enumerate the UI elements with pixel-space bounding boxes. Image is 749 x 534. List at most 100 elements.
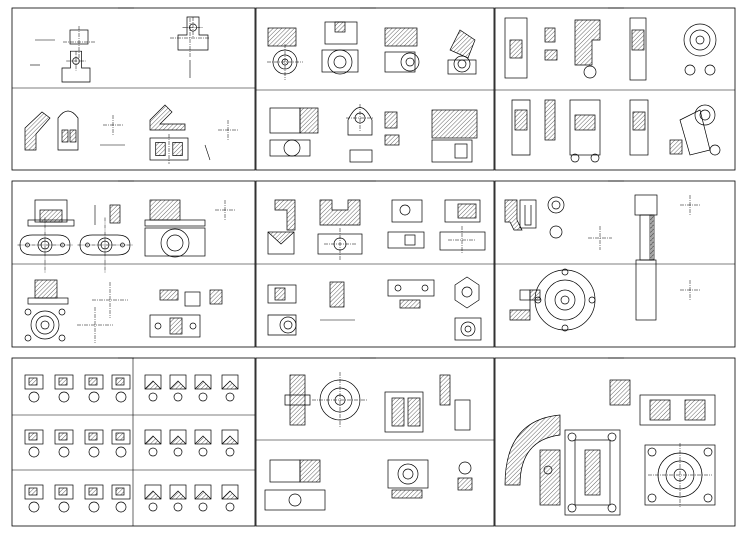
outline-rect xyxy=(504,17,528,79)
outline-rect xyxy=(454,317,482,341)
outline-rect xyxy=(349,149,373,163)
outline-rect xyxy=(27,297,69,305)
outline-rect xyxy=(387,231,425,249)
outline-rect xyxy=(84,429,104,445)
outline-rect xyxy=(184,291,201,307)
circle-feature xyxy=(464,325,472,333)
hatched-section xyxy=(109,204,121,224)
outline-rect xyxy=(439,231,486,251)
circle-feature xyxy=(583,65,597,79)
circle-feature xyxy=(173,502,183,512)
circle-feature xyxy=(148,502,158,512)
outline-rect xyxy=(267,284,297,304)
circle-feature xyxy=(198,502,208,512)
outline-rect xyxy=(264,489,326,511)
circle-feature xyxy=(551,200,561,210)
hatched-section xyxy=(457,477,473,491)
circle-feature xyxy=(327,49,353,75)
panel-r1c3-views xyxy=(504,17,721,163)
hatched-section xyxy=(88,432,98,441)
circle-feature xyxy=(607,432,617,442)
circle-feature xyxy=(534,296,542,304)
circle-feature xyxy=(405,57,415,67)
hatched-section xyxy=(58,377,68,386)
hatched-section xyxy=(329,281,345,308)
outline-rect xyxy=(454,399,471,431)
circle-feature xyxy=(458,461,472,475)
outline-rect xyxy=(629,17,647,81)
circle-feature xyxy=(560,295,570,305)
outline-rect xyxy=(404,234,416,246)
hatched-section xyxy=(149,104,186,131)
circle-feature xyxy=(694,104,716,126)
outline-rect xyxy=(639,394,716,426)
hatched-section xyxy=(169,490,187,500)
hatched-section xyxy=(684,399,706,421)
outline-rect xyxy=(111,484,131,500)
hatched-section xyxy=(58,432,68,441)
hatched-section xyxy=(609,379,631,406)
circle-feature xyxy=(72,57,80,65)
circle-feature xyxy=(30,310,60,340)
circle-feature xyxy=(225,447,235,457)
circle-feature xyxy=(173,447,183,457)
outline-path xyxy=(61,50,91,83)
hatched-section xyxy=(274,287,286,301)
circle-feature xyxy=(115,446,127,458)
outline-path xyxy=(347,107,373,136)
subpanel-dividers xyxy=(12,87,735,526)
circle-feature xyxy=(28,391,40,403)
circle-feature xyxy=(547,196,565,214)
outline-rect xyxy=(391,199,423,223)
circle-feature xyxy=(88,446,100,458)
panel-r3c2-views xyxy=(264,372,473,511)
hatched-section xyxy=(431,109,478,139)
outline-path xyxy=(267,314,297,336)
circle-feature xyxy=(88,391,100,403)
hatched-section xyxy=(509,39,523,59)
hatched-section xyxy=(144,490,162,500)
circle-feature xyxy=(554,289,576,311)
hatched-section xyxy=(169,435,187,445)
drawing-content xyxy=(17,16,721,516)
hatched-section xyxy=(391,397,405,427)
hatched-section xyxy=(155,142,166,156)
hatched-section xyxy=(449,29,476,59)
hatched-section xyxy=(28,377,38,386)
circle-feature xyxy=(561,268,569,276)
circle-feature xyxy=(58,391,70,403)
hatched-section xyxy=(504,414,561,486)
circle-feature xyxy=(460,321,476,337)
hatched-section xyxy=(574,19,601,66)
circle-feature xyxy=(148,392,158,402)
hatched-section xyxy=(159,289,179,301)
outline-rect xyxy=(144,227,206,257)
circle-feature xyxy=(154,322,162,330)
edge-line xyxy=(204,144,211,161)
hatched-section xyxy=(384,27,418,47)
circle-feature xyxy=(607,503,617,513)
panel-title-marks xyxy=(118,7,624,359)
hatched-section xyxy=(504,199,523,231)
hatched-section xyxy=(649,399,671,421)
panel-r2c2-views xyxy=(267,199,486,341)
circle-feature xyxy=(590,153,600,163)
circle-feature xyxy=(695,35,705,45)
hatched-section xyxy=(69,129,77,143)
outline-rect xyxy=(384,391,424,433)
panel-r1c1 xyxy=(11,7,256,171)
outline-rect xyxy=(269,107,301,134)
outline-rect xyxy=(54,484,74,500)
circle-feature xyxy=(166,234,184,252)
circle-feature xyxy=(567,503,577,513)
hatched-section xyxy=(649,214,655,261)
panel-frames xyxy=(11,7,736,527)
hatched-section xyxy=(319,199,361,226)
hatched-section xyxy=(514,109,528,131)
outline-rect xyxy=(144,219,206,227)
hatched-section xyxy=(34,279,58,299)
circle-feature xyxy=(704,64,716,76)
hatched-section xyxy=(584,449,601,496)
circle-feature xyxy=(457,59,467,69)
outline-rect xyxy=(24,484,44,500)
